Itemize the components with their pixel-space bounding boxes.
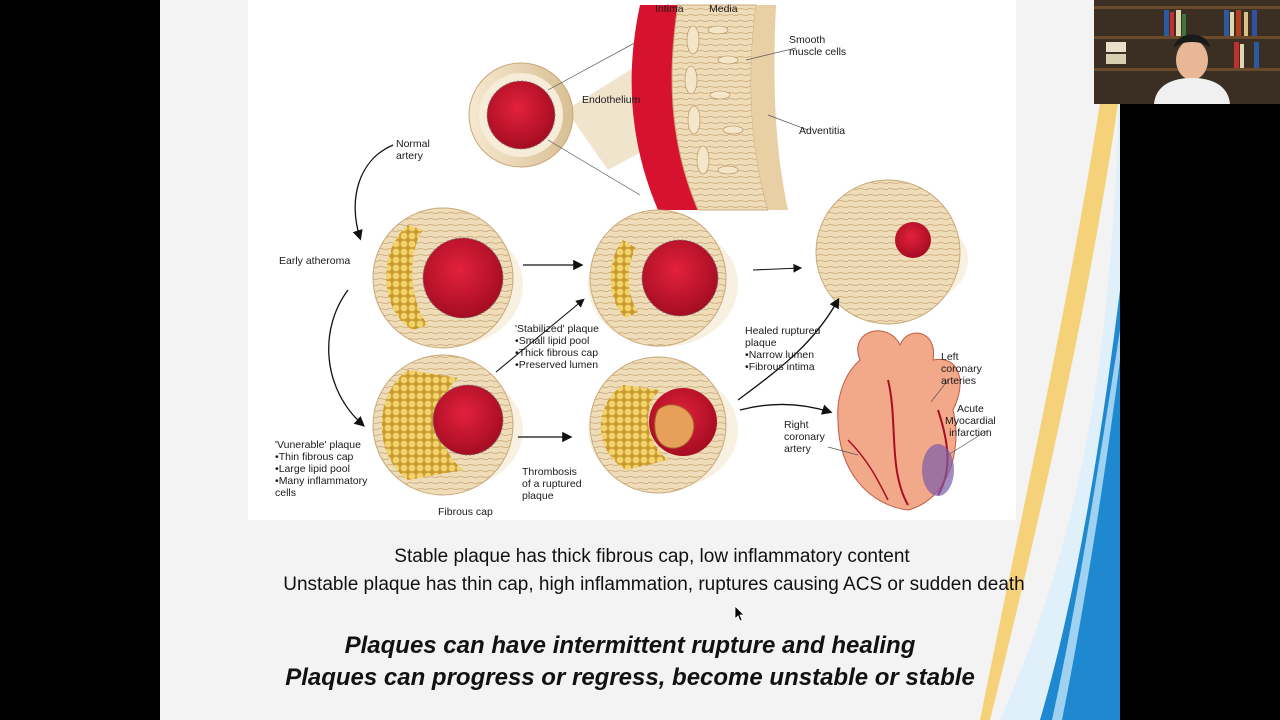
artery-illustration <box>328 4 989 511</box>
label-right-coronary: Right coronary artery <box>784 419 825 455</box>
label-fibrous-cap: Fibrous cap <box>438 506 493 518</box>
headline-rupture-healing: Plaques can have intermittent rupture an… <box>344 632 916 659</box>
letterbox-left <box>0 0 160 720</box>
healed-bullet: Narrow lumen <box>745 349 820 361</box>
stabilized-bullet: Preserved lumen <box>515 359 599 371</box>
letterbox-right <box>1120 0 1280 720</box>
label-early-atheroma: Early atheroma <box>279 255 351 267</box>
stabilized-bullet: Thick fibrous cap <box>515 347 599 359</box>
headline-progress-regress: Plaques can progress or regress, become … <box>285 664 975 691</box>
healed-bullet: Fibrous intima <box>745 361 820 373</box>
heart-illustration <box>827 330 989 511</box>
label-thrombosis: Thrombosis of a ruptured plaque <box>522 466 582 502</box>
label-acute-mi: Acute Myocardial infarction <box>945 403 996 439</box>
label-adventitia: Adventitia <box>799 125 846 137</box>
presentation-slide: Intima Media Smooth muscle cells Endothe… <box>160 0 1120 720</box>
vulnerable-title: 'Vunerable' plaque <box>275 439 361 451</box>
presenter-webcam <box>1094 0 1280 104</box>
label-smooth-muscle: Smooth muscle cells <box>789 34 847 58</box>
label-intima: Intima <box>655 3 684 15</box>
stabilized-plaque <box>588 209 738 347</box>
ruptured-plaque-thrombosis <box>588 356 738 494</box>
vulnerable-plaque <box>372 354 523 496</box>
label-left-coronary: Left coronary arteries <box>941 351 982 387</box>
healed-plaque <box>815 179 968 325</box>
vulnerable-bullet: Thin fibrous cap <box>275 451 367 463</box>
arterial-wall-magnified <box>631 4 809 211</box>
vulnerable-bullet: Large lipid pool <box>275 463 367 475</box>
mouse-pointer-icon <box>735 606 745 622</box>
vulnerable-plaque-caption: 'Vunerable' plaque Thin fibrous cap Larg… <box>275 439 367 499</box>
caption-unstable: Unstable plaque has thin cap, high infla… <box>283 574 1025 595</box>
slide-decoration <box>980 0 1120 720</box>
vulnerable-bullet: Many inflammatory cells <box>275 475 367 499</box>
presenter <box>1154 34 1230 104</box>
healed-plaque-caption: Healed ruptured plaque Narrow lumen Fibr… <box>745 325 820 373</box>
stabilized-bullet: Small lipid pool <box>515 335 599 347</box>
label-media: Media <box>709 3 738 15</box>
stabilized-plaque-caption: 'Stabilized' plaque Small lipid pool Thi… <box>515 323 599 371</box>
early-atheroma <box>372 207 523 349</box>
atherosclerosis-figure: Intima Media Smooth muscle cells Endothe… <box>248 0 1016 520</box>
healed-title: Healed ruptured plaque <box>745 325 821 349</box>
caption-stable: Stable plaque has thick fibrous cap, low… <box>394 546 910 567</box>
label-endothelium: Endothelium <box>582 94 641 106</box>
label-normal-artery: Normal artery <box>396 138 430 162</box>
stabilized-title: 'Stabilized' plaque <box>515 323 599 335</box>
